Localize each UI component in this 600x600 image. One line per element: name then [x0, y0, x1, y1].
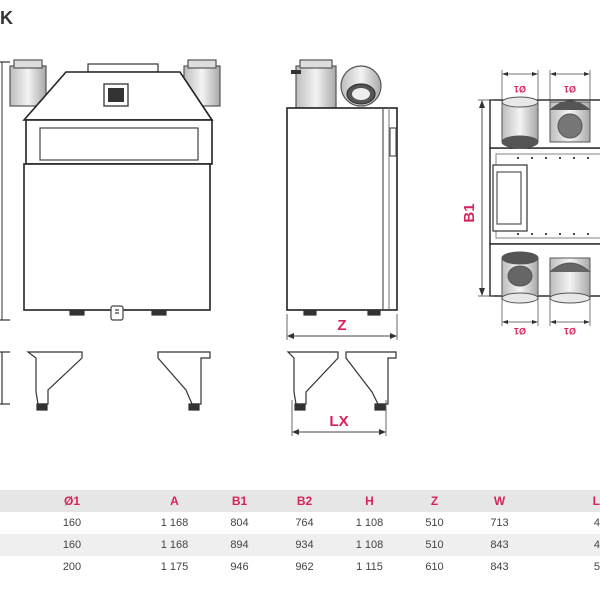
table-cell: 946	[230, 561, 249, 573]
table-row: 160 1 168 894 934 1 108 510 843 4	[0, 534, 600, 556]
drawing-title-fragment: K	[0, 8, 13, 28]
dimensions-table: Ø1 A B1 B2 H Z W L 160 1 168 804 764 1 1…	[0, 490, 600, 578]
table-cell: 1 168	[160, 517, 189, 529]
column-header: Ø1	[2, 490, 142, 512]
front-view	[0, 59, 221, 321]
table-cell: 1 115	[356, 561, 383, 573]
table-cell: 160	[62, 517, 82, 529]
diameter-dimensions-bottom: Ø1 Ø1	[501, 298, 591, 336]
side-view	[286, 59, 398, 316]
table-cell: 200	[62, 561, 82, 573]
table-cell: 934	[272, 534, 337, 556]
table-cell: 510	[425, 517, 444, 529]
diameter-dimensions-top: Ø1 Ø1	[501, 70, 591, 102]
b1-dimension: B1	[461, 99, 494, 297]
table-cell: 764	[295, 517, 314, 529]
table-cell: 894	[207, 534, 272, 556]
table-cell: 4	[593, 517, 600, 529]
diameter-label-bottom-left: Ø1	[514, 326, 526, 336]
technical-drawing: Z LX	[0, 59, 600, 436]
duct-top-left	[501, 96, 539, 149]
front-left-spigot	[9, 59, 47, 107]
table-row: 200 1 175 946 962 1 115 610 843 5	[0, 556, 600, 578]
side-spigot-round	[295, 59, 337, 109]
table-cell: 5	[593, 561, 600, 573]
column-header: A	[142, 490, 207, 512]
duct-bottom-right	[549, 257, 591, 304]
table-cell: 713	[490, 517, 509, 529]
column-header: Z	[402, 490, 467, 512]
side-brackets	[286, 351, 397, 411]
table-cell: 1 168	[142, 534, 207, 556]
z-label: Z	[337, 317, 346, 334]
side-spigot-angled	[340, 65, 382, 107]
front-brackets	[0, 351, 211, 411]
diameter-label-top-right: Ø1	[564, 84, 576, 94]
table-cell: 160	[2, 534, 142, 556]
duct-bottom-left	[501, 251, 539, 304]
table-cell: 843	[490, 561, 509, 573]
table-cell: 1 108	[355, 517, 384, 529]
table-cell: 843	[467, 534, 532, 556]
b1-label: B1	[461, 203, 478, 222]
diameter-label-bottom-right: Ø1	[564, 326, 576, 336]
lx-dimension: LX	[291, 400, 387, 436]
duct-top-right	[549, 100, 591, 143]
column-header: W	[467, 490, 532, 512]
table-cell: 610	[425, 561, 444, 573]
table-header-row: Ø1 A B1 B2 H Z W L	[0, 490, 600, 512]
lx-label: LX	[329, 413, 348, 430]
column-header: H	[337, 490, 402, 512]
column-header: B1	[207, 490, 272, 512]
table-cell: 4	[532, 534, 600, 556]
table-cell: 962	[295, 561, 314, 573]
table-cell: 804	[230, 517, 249, 529]
column-header: B2	[272, 490, 337, 512]
table-cell: 1 175	[160, 561, 189, 573]
column-header: L	[532, 490, 600, 512]
rivet-dots	[517, 157, 589, 235]
table-cell: 510	[402, 534, 467, 556]
diameter-label-top-left: Ø1	[514, 84, 526, 94]
table-row: 160 1 168 804 764 1 108 510 713 4	[0, 512, 600, 534]
table-cell: 1 108	[337, 534, 402, 556]
z-dimension: Z	[286, 314, 398, 340]
